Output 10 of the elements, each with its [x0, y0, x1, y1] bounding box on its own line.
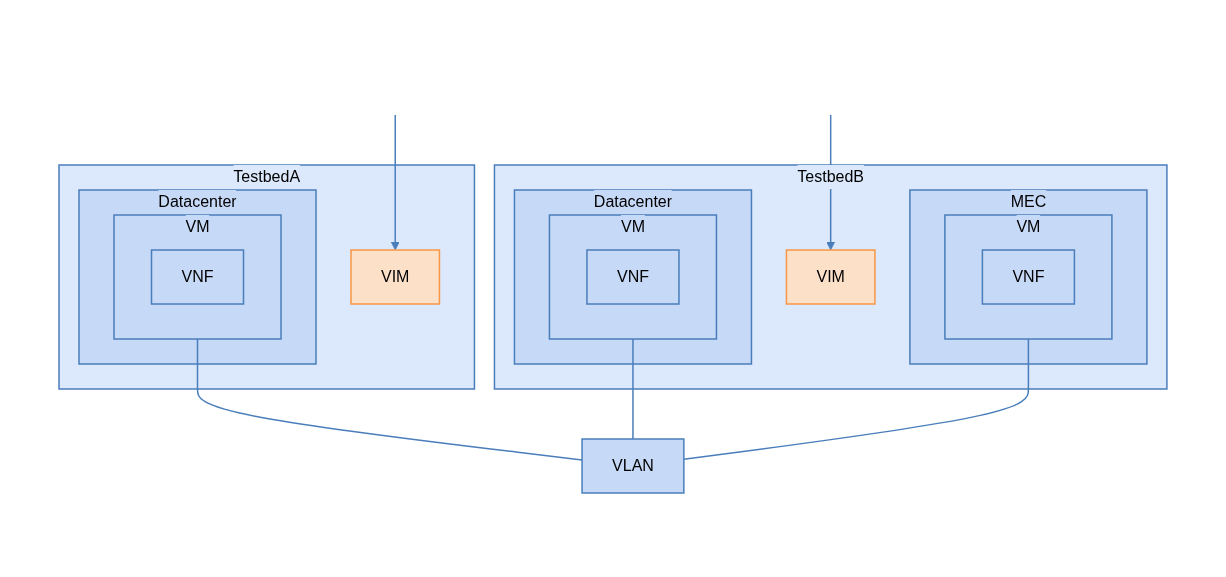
connector [632, 337, 634, 440]
node-box: VNF [981, 248, 1076, 305]
node-box: VNF [586, 248, 680, 305]
connector [196, 337, 583, 461]
node-box: VNF [150, 248, 245, 305]
arrow [390, 113, 400, 250]
node-box: VLAN [581, 437, 685, 494]
node-box: VIM [350, 248, 441, 305]
connector [683, 337, 1030, 460]
node-box: VIM [785, 248, 876, 305]
